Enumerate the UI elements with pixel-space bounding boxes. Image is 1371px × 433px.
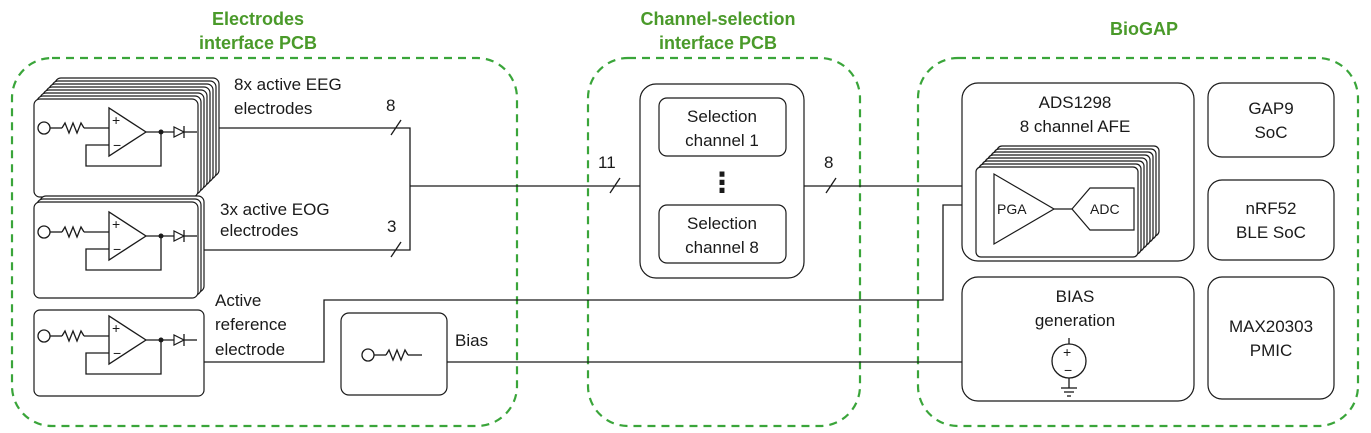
eeg-label-2: electrodes <box>234 99 312 118</box>
pga-label: PGA <box>997 201 1027 217</box>
nrf52-label-1: nRF52 <box>1245 199 1296 218</box>
eog-bus-count: 3 <box>387 217 396 236</box>
eeg-bus-slash <box>390 119 402 136</box>
reference-electrode-box <box>33 309 205 397</box>
electrodes-pcb-title-1: Electrodes <box>212 9 304 29</box>
channel-pcb-title-1: Channel-selection <box>640 9 795 29</box>
ref-label-2: reference <box>215 315 287 334</box>
output-bus-slash <box>825 177 837 194</box>
selection-channel-1-box <box>658 97 787 157</box>
bias-electrode-box <box>340 312 448 396</box>
input-bus-slash <box>609 177 621 194</box>
ref-label-1: Active <box>215 291 261 310</box>
adc-label: ADC <box>1090 201 1120 217</box>
electrodes-pcb-title-2: interface PCB <box>199 33 317 53</box>
pga-amplifier-icon <box>993 172 1056 246</box>
channel-pcb-title-2: interface PCB <box>659 33 777 53</box>
nrf52-block <box>1207 179 1335 261</box>
pmic-block <box>1207 276 1335 400</box>
afe-label-2: 8 channel AFE <box>1020 117 1131 136</box>
channel-pcb-border <box>586 56 862 428</box>
eog-label-2: electrodes <box>220 221 298 240</box>
svg-text:+: + <box>1063 344 1071 360</box>
voltage-source-icon: + − <box>1051 338 1087 397</box>
svg-text:−: − <box>1064 362 1072 378</box>
eog-label-1: 3x active EOG <box>220 200 330 219</box>
pmic-label-2: PMIC <box>1250 341 1293 360</box>
selection-ch1-label-1: Selection <box>687 107 757 126</box>
gap9-label-1: GAP9 <box>1248 99 1293 118</box>
gap9-label-2: SoC <box>1254 123 1287 142</box>
selection-ch1-label-2: channel 1 <box>685 131 759 150</box>
ref-label-3: electrode <box>215 340 285 359</box>
signal-wires <box>204 127 978 363</box>
ellipsis-dots: ⋮ <box>708 166 736 199</box>
bias-gen-label-2: generation <box>1035 311 1115 330</box>
selection-ch8-label-2: channel 8 <box>685 238 759 257</box>
eeg-electrode-stack <box>33 77 220 198</box>
afe-label-1: ADS1298 <box>1039 93 1112 112</box>
selection-ch8-label-1: Selection <box>687 214 757 233</box>
electrodes-pcb-border <box>10 56 519 428</box>
gap9-block <box>1207 82 1335 158</box>
nrf52-label-2: BLE SoC <box>1236 223 1306 242</box>
bias-gen-label-1: BIAS <box>1056 287 1095 306</box>
selection-channel-8-box <box>658 204 787 264</box>
eog-bus-slash <box>390 241 402 258</box>
pmic-label-1: MAX20303 <box>1229 317 1313 336</box>
eeg-label-1: 8x active EEG <box>234 75 342 94</box>
bias-label: Bias <box>455 331 488 350</box>
biogap-title: BioGAP <box>1110 19 1178 39</box>
biogap-border <box>916 56 1360 428</box>
output-bus-count: 8 <box>824 153 833 172</box>
eog-electrode-stack <box>33 195 205 299</box>
adc-icon <box>1071 187 1135 231</box>
bias-generation-block <box>961 276 1195 402</box>
input-bus-count: 11 <box>598 153 616 172</box>
eeg-bus-count: 8 <box>386 96 395 115</box>
